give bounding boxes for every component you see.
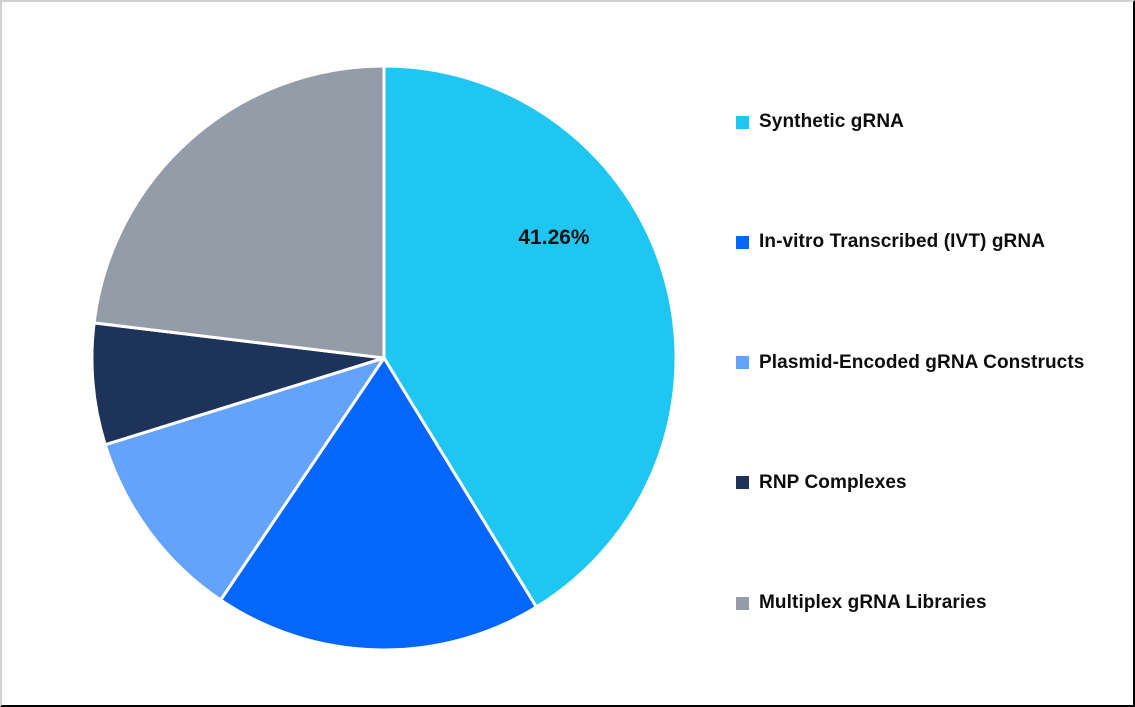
legend-label: In-vitro Transcribed (IVT) gRNA <box>759 231 1046 253</box>
legend-label: RNP Complexes <box>759 471 907 493</box>
legend-label: Multiplex gRNA Libraries <box>759 592 987 613</box>
legend-item: Synthetic gRNA <box>736 111 904 133</box>
pie-slice-5 <box>92 64 386 360</box>
legend-label: Synthetic gRNA <box>759 111 904 132</box>
legend-swatch <box>736 596 749 610</box>
legend: Synthetic gRNA In-vitro Transcribed (IVT… <box>736 2 1126 705</box>
legend-item: Plasmid-Encoded gRNA Constructs <box>736 352 1084 374</box>
pie-slice-3 <box>103 356 386 602</box>
legend-item: RNP Complexes <box>736 472 907 494</box>
legend-swatch <box>736 476 749 490</box>
legend-item: In-vitro Transcribed (IVT) gRNA <box>736 231 1045 253</box>
legend-item: Multiplex gRNA Libraries <box>736 592 987 614</box>
pie-slice-4 <box>90 321 386 447</box>
pie-data-label: 41.26% <box>518 226 590 249</box>
legend-label: Plasmid-Encoded gRNA Constructs <box>759 351 1085 373</box>
legend-swatch <box>736 115 749 129</box>
pie-slice-1 <box>382 64 678 609</box>
legend-swatch <box>736 356 749 369</box>
pie-slice-2 <box>219 356 538 652</box>
legend-swatch <box>736 235 749 249</box>
